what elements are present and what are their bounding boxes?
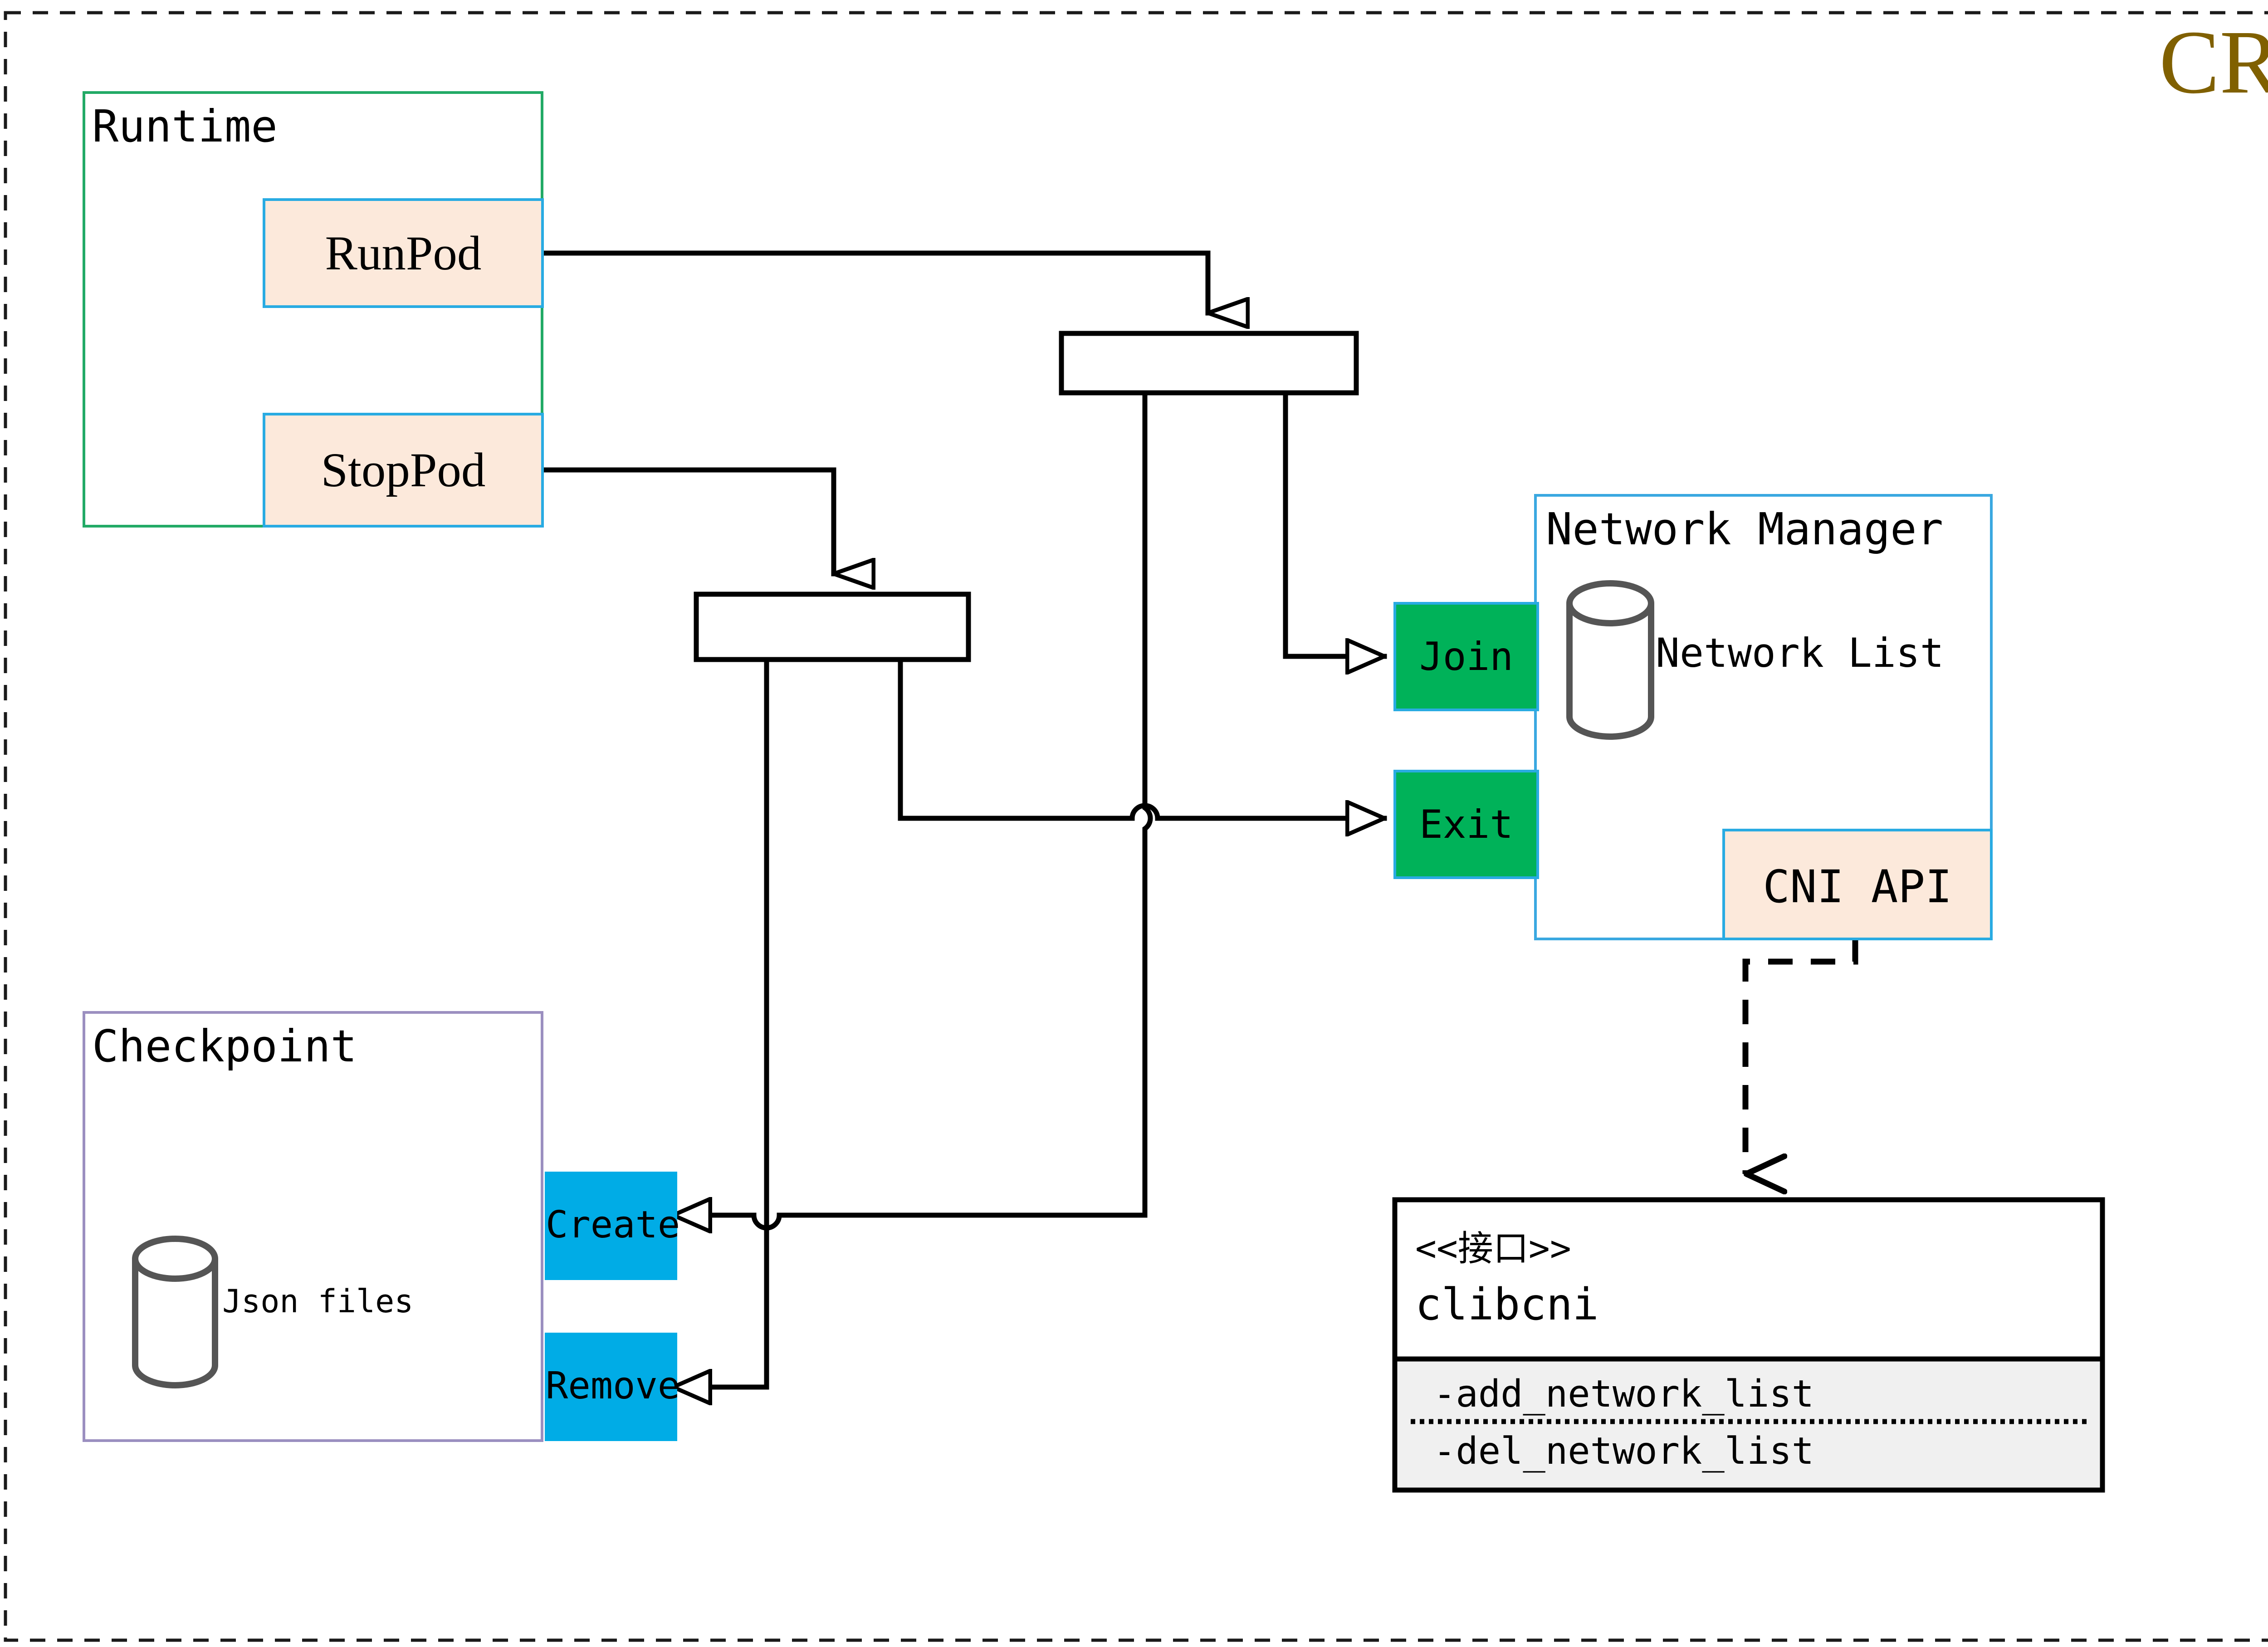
node-remove-box[interactable] xyxy=(545,1333,677,1441)
interface-method-del-network-list: -del_network_list xyxy=(1433,1430,1814,1473)
node-exit-label: Exit xyxy=(1419,802,1514,847)
edge-fork-left-to-exit xyxy=(898,657,1387,818)
edge-fork-top-left-branch xyxy=(1142,390,1153,1218)
interface-stereotype-label: <<接口>> xyxy=(1415,1228,1571,1269)
node-exit-box[interactable] xyxy=(1393,770,1539,879)
node-join-box[interactable] xyxy=(1393,602,1539,711)
datastore-network-list-icon xyxy=(1566,580,1654,740)
node-stoppod-box[interactable] xyxy=(263,413,544,528)
node-cniapi-label: CNI API xyxy=(1763,861,1952,913)
edge-fork-left-to-remove xyxy=(670,657,769,1387)
runtime-group-label: Runtime xyxy=(92,101,278,152)
node-runpod-label: RunPod xyxy=(325,227,482,280)
network-manager-group-label: Network Manager xyxy=(1546,503,1943,555)
node-create-box[interactable] xyxy=(545,1172,677,1280)
edge-cniapi-to-clibcni xyxy=(1742,939,1858,1174)
datastore-json-files-icon xyxy=(132,1236,218,1388)
node-create-label: Create xyxy=(546,1203,680,1246)
node-runpod-box[interactable] xyxy=(263,198,544,308)
node-remove-label: Remove xyxy=(546,1364,680,1408)
edge-fork-top-to-create xyxy=(670,1215,1148,1228)
fork-bar-top xyxy=(1059,331,1359,396)
datastore-json-files-label: Json files xyxy=(222,1283,414,1320)
edge-stoppod-to-fork-left xyxy=(540,467,834,574)
interface-name-label: clibcni xyxy=(1415,1279,1599,1330)
fork-bar-left xyxy=(694,591,971,662)
node-cniapi-box[interactable] xyxy=(1722,829,1993,940)
edge-fork-top-to-join xyxy=(1283,390,1387,656)
outer-dashed-frame xyxy=(4,11,2268,1642)
diagram-title: CRI xyxy=(2159,12,2268,112)
node-stoppod-label: StopPod xyxy=(321,444,486,497)
datastore-network-list-label: Network List xyxy=(1656,630,1944,676)
node-join-label: Join xyxy=(1419,634,1514,679)
interface-method-add-network-list: -add_network_list xyxy=(1433,1373,1814,1416)
edge-runpod-to-fork-top xyxy=(540,250,1208,313)
checkpoint-group-label: Checkpoint xyxy=(92,1021,357,1072)
